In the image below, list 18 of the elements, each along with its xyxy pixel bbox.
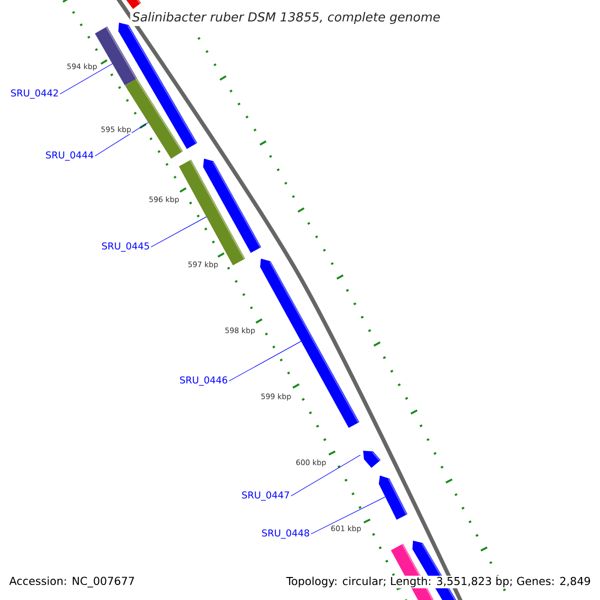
leader-line bbox=[290, 454, 361, 496]
genome-info-text: Topology: circular; Length: 3,551,823 bp; Genes: 2,849 bbox=[285, 576, 592, 588]
accession-text: Accession: NC_007677 bbox=[8, 576, 136, 588]
gene-label: SRU_0445 bbox=[102, 242, 149, 252]
leader-line bbox=[94, 122, 148, 156]
title: Salinibacter ruber DSM 13855, complete genome bbox=[130, 10, 442, 26]
gene-label: SRU_0446 bbox=[180, 376, 228, 386]
gene-bar bbox=[363, 450, 381, 468]
gene-label: SRU_0448 bbox=[262, 529, 310, 539]
gene-bar bbox=[378, 476, 408, 520]
leader-line bbox=[60, 64, 113, 94]
leader-line bbox=[150, 216, 207, 248]
leader-line bbox=[228, 341, 302, 382]
gene-label: SRU_0444 bbox=[46, 151, 94, 161]
gene-label: SRU_0442 bbox=[11, 89, 58, 99]
gene-bar bbox=[260, 258, 360, 428]
leader-line bbox=[310, 496, 386, 534]
gene-label: SRU_0447 bbox=[242, 491, 289, 501]
